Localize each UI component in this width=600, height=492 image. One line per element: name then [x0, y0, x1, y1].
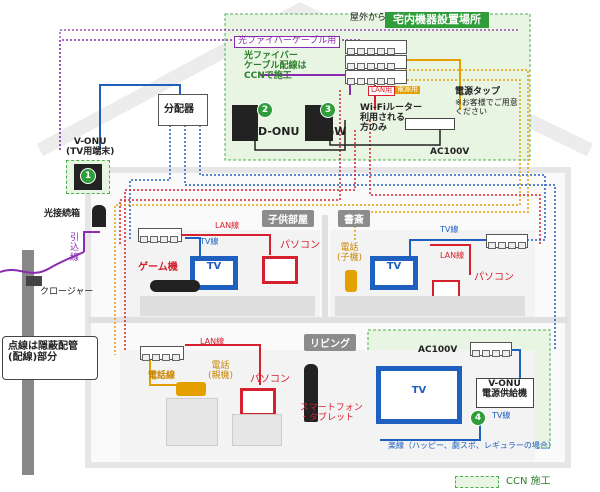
- living-cabinet: [166, 398, 218, 446]
- v-onu-power-label: V-ONU 電源供給機: [482, 379, 528, 399]
- splitter-label: 分配器: [164, 104, 194, 115]
- lan-use-tag: LAN用: [368, 86, 396, 96]
- power-tap-device: [405, 118, 455, 130]
- phone-line-label: 電話線: [148, 371, 176, 381]
- closure-device: [26, 276, 42, 286]
- wall-outlet-panel: [345, 40, 407, 55]
- ac100v-top-label: AC100V: [430, 147, 470, 157]
- phone-parent-label: 電話 (親機): [208, 361, 234, 381]
- music-line-label: 楽線（ハッピー、劇スポ、レギュラーの場合）: [388, 441, 556, 450]
- v-onu-title: V-ONU (TV用端末): [66, 137, 115, 157]
- power-tap-note: ※お客様でご用意 ください: [455, 98, 518, 116]
- kids-room-tag: 子供部屋: [262, 210, 314, 227]
- kids-pc-label: パソコン: [280, 240, 320, 251]
- game-label: ゲーム機: [138, 262, 178, 273]
- smartphone-label: スマートフォン ・タブレット: [300, 403, 363, 423]
- d-onu-device: [232, 105, 258, 141]
- kids-room-outlet: [138, 228, 182, 243]
- splitter-device: [158, 94, 208, 126]
- fiber-wiring-note: 光ファイバー ケーブル配線は CCNで施工: [244, 51, 307, 81]
- phone-parent-device: [176, 382, 206, 396]
- study-tv: TV: [370, 256, 418, 290]
- study-tag: 書斎: [338, 210, 370, 227]
- kids-pc: [262, 256, 298, 284]
- power-use-tag: 電源用: [395, 85, 420, 94]
- living-desk: [232, 414, 282, 446]
- study-outlet: [486, 234, 528, 249]
- kids-child-figure: [150, 280, 200, 292]
- ccn-legend-label: CCN 施工: [506, 476, 551, 487]
- v-onu-power-box: [476, 378, 534, 408]
- study-lan-line-label: LAN線: [440, 251, 465, 260]
- living-lan-line-label: LAN線: [200, 337, 225, 346]
- wifi-router-label: Wi-Fiルーター 利用される 方のみ: [360, 103, 422, 133]
- study-tv-line-label: TV線: [440, 225, 459, 234]
- badge-1: 1: [80, 168, 96, 184]
- concealed-note-box: [2, 336, 98, 380]
- living-tv-line-label: TV線: [492, 411, 511, 420]
- study-pc-label: パソコン: [474, 272, 514, 283]
- closure-label: クロージャー: [40, 287, 94, 297]
- ac100v-living-label: AC100V: [418, 345, 458, 355]
- concealed-note: 点線は隠蔽配管 (配線)部分: [8, 341, 78, 363]
- kids-lan-line-label: LAN線: [215, 221, 240, 230]
- living-pc: [240, 388, 276, 416]
- d-onu-label: D-ONU: [258, 125, 300, 138]
- drop-line-label: 引 込 線: [70, 233, 80, 263]
- kids-bed: [140, 296, 315, 316]
- badge-3: 3: [320, 102, 336, 118]
- kids-tv-line-label: TV線: [200, 237, 219, 246]
- wall-outlet-panel-3: [345, 70, 407, 85]
- phone-child-device: [345, 270, 357, 292]
- living-pc-label: パソコン: [250, 374, 290, 385]
- living-outlet: [140, 346, 184, 361]
- optical-box-device: [92, 205, 106, 227]
- badge-2: 2: [257, 102, 273, 118]
- wall-outlet-panel-2: [345, 55, 407, 70]
- badge-4: 4: [470, 410, 486, 426]
- power-tap-label: 電源タップ: [455, 87, 501, 97]
- ccn-legend-swatch: [455, 476, 499, 488]
- hgw-label: HGW: [316, 125, 347, 138]
- study-desk: [335, 296, 525, 316]
- person-figure: [304, 364, 318, 422]
- fiber-cable-tag: 光ファイバーケーブル用: [234, 36, 341, 48]
- outdoor-from-label: 屋外から: [350, 13, 387, 23]
- kids-tv: TV: [190, 256, 238, 290]
- living-right-outlet: [470, 342, 512, 357]
- living-tag: リビング: [304, 334, 356, 351]
- living-tv: TV: [376, 366, 462, 424]
- install-area-title: 宅内機器設置場所: [385, 12, 489, 29]
- phone-child-label: 電話 (子機): [337, 243, 363, 263]
- optical-box-label: 光接続箱: [44, 209, 81, 219]
